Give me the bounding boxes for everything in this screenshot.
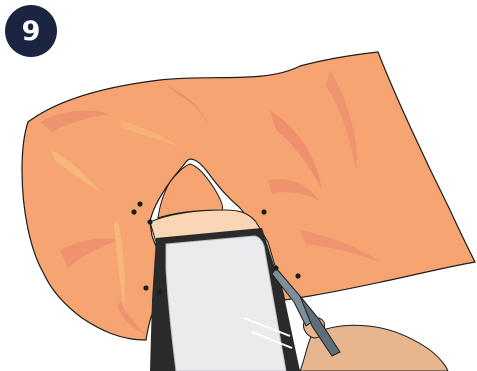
clip-point [157, 289, 162, 294]
clip-point [261, 209, 266, 214]
clip-point [131, 209, 136, 214]
clip-point [295, 273, 300, 278]
step-number-badge: 9 [5, 5, 57, 57]
clip-point [273, 265, 278, 270]
step-number: 9 [22, 16, 41, 47]
clip-point [147, 219, 152, 224]
clip-point [137, 201, 142, 206]
clip-point [143, 285, 148, 290]
